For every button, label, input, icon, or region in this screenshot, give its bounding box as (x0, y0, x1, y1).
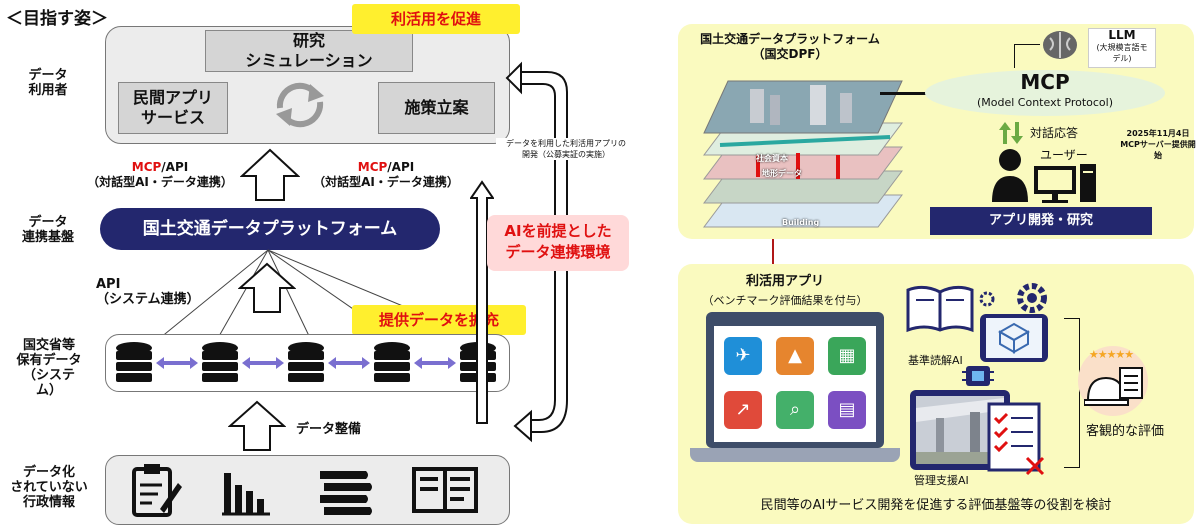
open-book-icon (412, 467, 478, 513)
mcp-subtitle: (Model Context Protocol) (976, 96, 1114, 109)
llm-box (1088, 28, 1156, 68)
search-app-icon[interactable]: ⌕ (776, 391, 814, 429)
up-arrow-icon (240, 148, 300, 201)
mcp-api-right: MCP/API （対話型AI・データ連携） (313, 160, 459, 189)
ai-env-label: AIを前提とした データ連携環境 (487, 215, 629, 271)
map-layer-label: 社会資本 (756, 154, 788, 163)
apps-subtitle: （ベンチマーク評価結果を付与） (702, 294, 868, 307)
documents-app-icon[interactable]: ▤ (828, 391, 866, 429)
research-box: 研究 シミュレーション (205, 30, 413, 72)
dev-research-button[interactable]: アプリ開発・研究 (930, 207, 1152, 235)
connector-line (880, 92, 926, 95)
promote-label: 利活用を促進 (352, 4, 520, 34)
dialog-label: 対話応答 (1030, 126, 1079, 140)
row-label-users: データ 利用者 (28, 68, 68, 98)
llm-subtitle: (大規模言語モ デル) (1096, 43, 1148, 63)
database-row (114, 340, 504, 386)
small-gear-icon (979, 291, 995, 307)
api-label: API （システム連携） (96, 277, 200, 307)
page-title: ＜目指す姿＞ (6, 9, 108, 29)
panel-connector (772, 239, 774, 265)
objective-eval-label: 客観的な評価 (1086, 424, 1165, 439)
clipboard-icon (132, 464, 182, 517)
laptop-base (690, 448, 900, 462)
row-label-platform: データ 連携基盤 (21, 215, 74, 245)
terrain-app-icon[interactable]: ▲ (776, 337, 814, 375)
standard-ai-label: 基準読解AI (908, 354, 963, 367)
map-layer-label: 地形データ (762, 169, 802, 178)
user-at-computer-icon (992, 149, 1096, 203)
layered-map-image (703, 80, 903, 228)
tablet-icon (980, 314, 1048, 362)
up-arrow-icon (238, 262, 296, 313)
apps-footer: 民間等のAIサービス開発を促進する評価基盤等の役割を検討 (760, 498, 1112, 513)
database-icon (116, 342, 152, 382)
expand-label: 提供データを拡充 (352, 305, 526, 335)
date-note: 2025年11月4日 MCPサーバー提供開始 (1120, 129, 1196, 160)
brain-icon (1043, 31, 1077, 59)
gear-icon (1017, 283, 1047, 313)
mcp-title: MCP (1020, 70, 1070, 94)
llm-bracket (1014, 44, 1040, 68)
row-label-owned: 国交省等 保有データ （システム） (16, 338, 82, 398)
user-label: ユーザー (1040, 148, 1088, 162)
stars-rating: ★★★★★ (1088, 348, 1134, 361)
data-prep-label: データ整備 (296, 422, 362, 437)
checklist-icon (987, 402, 1045, 476)
drone-app-icon[interactable]: ✈ (724, 337, 762, 375)
bidirectional-arrow-icon (414, 357, 456, 369)
apps-title: 利活用アプリ (745, 274, 824, 289)
bar-chart-icon (222, 473, 270, 516)
calendar-app-icon[interactable]: ▦ (828, 337, 866, 375)
up-arrow-icon (470, 180, 494, 424)
dpf-title: 国土交通データプラットフォーム （国交DPF） (700, 32, 880, 61)
eval-bracket (1064, 318, 1080, 468)
growth-chart-app-icon[interactable]: ↗ (724, 391, 762, 429)
policy-box: 施策立案 (378, 82, 495, 134)
cycle-icon (276, 82, 324, 128)
database-icon (288, 342, 324, 382)
platform-pill: 国土交通データプラットフォーム (100, 208, 440, 250)
helmet-checklist-icon (1084, 367, 1143, 406)
llm-title: LLM (1108, 28, 1136, 42)
books-icon (320, 471, 372, 515)
bidirectional-arrow-icon (156, 357, 198, 369)
book-icon (906, 285, 974, 333)
mcp-api-left: MCP/API （対話型AI・データ連携） (87, 160, 233, 189)
up-arrow-icon (228, 400, 286, 451)
database-icon (202, 342, 238, 382)
private-app-box: 民間アプリ サービス (118, 82, 228, 134)
mgmt-ai-label: 管理支援AI (914, 474, 969, 487)
bidirectional-arrow-icon (999, 122, 1023, 144)
database-icon (374, 342, 410, 382)
chip-icon (962, 366, 994, 386)
map-layer-label: Building (782, 218, 820, 227)
mcp-ellipse (925, 70, 1165, 116)
bidirectional-arrow-icon (242, 357, 284, 369)
undigitized-box (105, 455, 510, 525)
loop-note: データを利用した利活用アプリの 開発（公募実証の実施） (496, 138, 636, 160)
bidirectional-arrow-icon (328, 357, 370, 369)
row-label-undigitized: データ化 されていない 行政情報 (10, 465, 88, 510)
